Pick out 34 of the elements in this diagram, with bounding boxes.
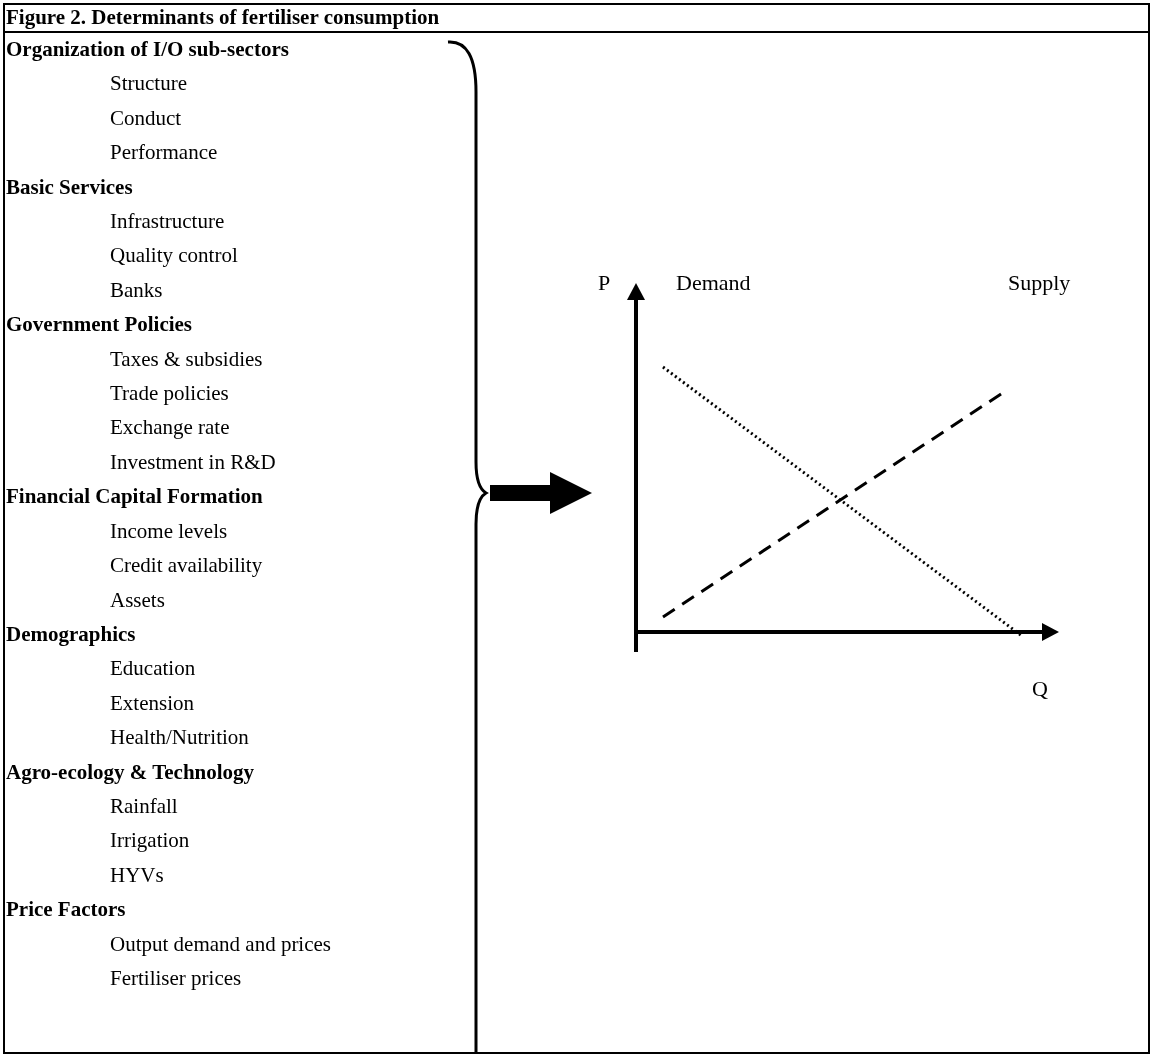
- determinant-item: Quality control: [109, 242, 238, 270]
- determinant-item: Rainfall: [109, 792, 178, 820]
- determinant-item: Banks: [109, 276, 163, 304]
- determinant-item: Structure: [109, 70, 187, 98]
- determinant-item: Fertiliser prices: [109, 964, 242, 992]
- determinant-item: Performance: [109, 139, 218, 167]
- determinant-item: Taxes & subsidies: [109, 345, 263, 373]
- category-heading: Demographics: [5, 620, 136, 648]
- figure-title: Figure 2. Determinants of fertiliser consumption: [6, 4, 440, 30]
- determinant-item: Extension: [109, 689, 194, 717]
- category-heading: Financial Capital Formation: [5, 483, 263, 511]
- category-heading: Basic Services: [5, 173, 133, 201]
- category-heading: Organization of I/O sub-sectors: [5, 36, 289, 63]
- curve-label: Supply: [1008, 269, 1071, 297]
- determinant-item: Trade policies: [109, 380, 229, 408]
- determinant-item: HYVs: [109, 861, 164, 889]
- determinant-item: Education: [109, 655, 196, 683]
- determinant-item: Health/Nutrition: [109, 724, 249, 752]
- determinant-item: Conduct: [109, 104, 182, 132]
- axis-label: Q: [1032, 675, 1048, 703]
- determinant-item: Infrastructure: [109, 208, 225, 236]
- determinant-item: Credit availability: [109, 552, 263, 580]
- block-arrow: [490, 472, 592, 514]
- axis-label: P: [598, 269, 611, 297]
- determinant-item: Investment in R&D: [109, 448, 276, 476]
- determinant-item: Income levels: [109, 517, 228, 545]
- determinant-item: Assets: [109, 586, 165, 614]
- determinant-item: Output demand and prices: [109, 930, 332, 958]
- curve-label: Demand: [676, 269, 751, 297]
- category-heading: Price Factors: [5, 896, 126, 924]
- determinant-item: Exchange rate: [109, 414, 230, 442]
- determinant-item: Irrigation: [109, 827, 190, 855]
- category-heading: Government Policies: [5, 311, 193, 339]
- category-heading: Agro-ecology & Technology: [5, 758, 255, 786]
